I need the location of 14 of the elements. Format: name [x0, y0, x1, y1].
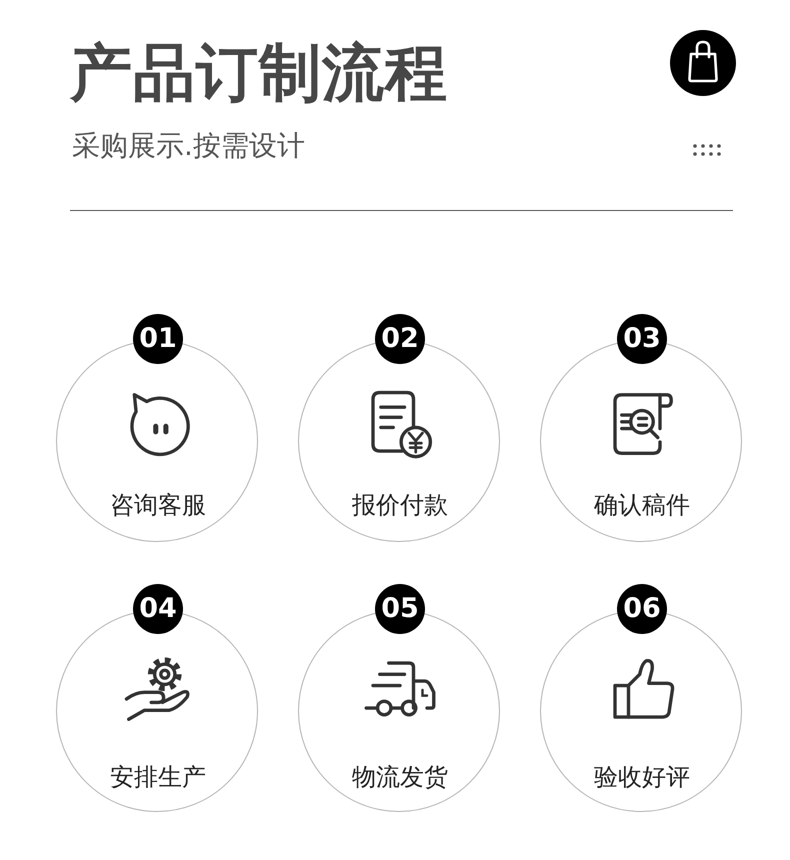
step-label: 验收好评	[594, 762, 690, 793]
step-number: 03	[617, 314, 667, 364]
step-label: 物流发货	[352, 762, 448, 793]
step-number: 06	[617, 584, 667, 634]
step-number: 02	[375, 314, 425, 364]
step-label: 确认稿件	[594, 490, 690, 521]
step-label: 报价付款	[352, 490, 448, 521]
step-number: 04	[133, 584, 183, 634]
page-title: 产品订制流程	[70, 36, 448, 110]
step-label: 安排生产	[110, 762, 206, 793]
subtitle: 采购展示.按需设计	[72, 128, 305, 164]
step-number: 01	[133, 314, 183, 364]
step-label: 咨询客服	[110, 490, 206, 521]
step-number: 05	[375, 584, 425, 634]
